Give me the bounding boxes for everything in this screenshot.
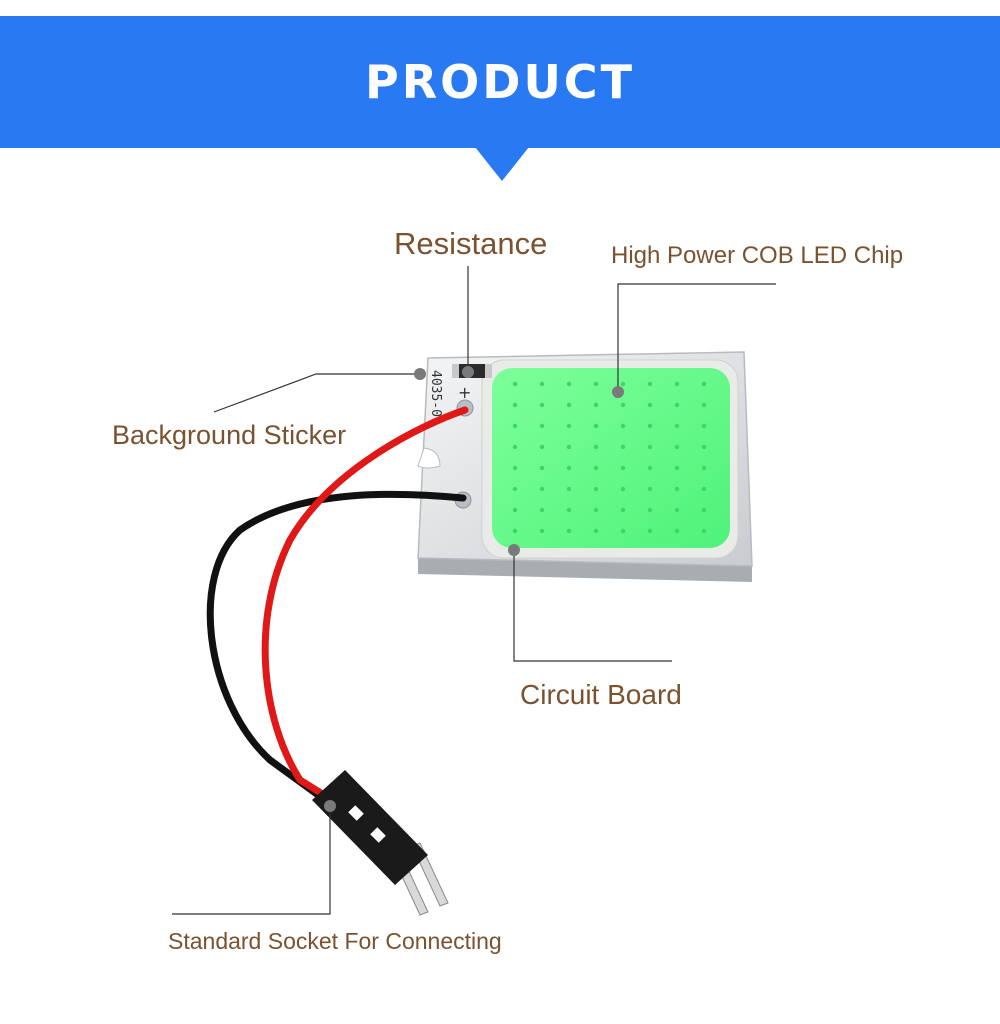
led-dot (620, 444, 626, 450)
led-dot (674, 465, 680, 471)
led-dot (701, 423, 707, 429)
led-dot-grid (512, 381, 707, 534)
led-dot (701, 402, 707, 408)
header-banner (0, 16, 1000, 148)
led-dot (674, 528, 680, 534)
led-dot (539, 528, 545, 534)
board-slot (417, 447, 441, 469)
dot-socket (324, 800, 336, 812)
leader-sticker (213, 373, 420, 413)
led-dot (674, 402, 680, 408)
led-dot (674, 486, 680, 492)
resistor-left-pad (452, 364, 459, 378)
led-dot (620, 402, 626, 408)
led-dot (539, 486, 545, 492)
led-dot (512, 507, 518, 513)
led-dot (512, 465, 518, 471)
label-socket: Standard Socket For Connecting (168, 928, 502, 954)
led-dot (701, 486, 707, 492)
led-dot (620, 381, 626, 387)
led-chip-surface (492, 368, 730, 548)
led-dot (674, 444, 680, 450)
led-dot (566, 528, 572, 534)
led-dot (512, 423, 518, 429)
polarity-mark: + (458, 383, 471, 402)
header-notch (475, 147, 529, 181)
led-dot (566, 423, 572, 429)
resistor-right-pad (485, 364, 492, 378)
label-background-sticker: Background Sticker (112, 420, 347, 450)
board-marking: 4035-0 (428, 370, 443, 417)
led-dot (647, 381, 653, 387)
led-dot (593, 444, 599, 450)
led-dot (539, 507, 545, 513)
led-dot (674, 381, 680, 387)
led-dot (566, 402, 572, 408)
connector-slot-2 (370, 827, 386, 843)
red-wire (261, 406, 469, 809)
page-title: PRODUCT (365, 55, 635, 109)
led-dot (539, 465, 545, 471)
led-dot (539, 423, 545, 429)
led-dot (512, 402, 518, 408)
led-dot (566, 381, 572, 387)
led-dot (593, 507, 599, 513)
dot-resistance (462, 366, 474, 378)
led-dot (620, 507, 626, 513)
led-dot (701, 507, 707, 513)
led-dot (620, 465, 626, 471)
dot-board (508, 544, 520, 556)
led-dot (593, 528, 599, 534)
led-dot (593, 381, 599, 387)
led-dot (566, 507, 572, 513)
led-dot (620, 486, 626, 492)
led-dot (539, 381, 545, 387)
led-dot (647, 423, 653, 429)
led-dot (701, 465, 707, 471)
led-dot (647, 528, 653, 534)
label-circuit-board: Circuit Board (520, 679, 682, 710)
connector-slot-1 (348, 805, 364, 821)
connector-body (312, 770, 428, 885)
led-dot (593, 402, 599, 408)
led-dot (701, 528, 707, 534)
led-dot (566, 465, 572, 471)
led-dot (647, 444, 653, 450)
led-dot (674, 507, 680, 513)
led-dot (701, 381, 707, 387)
label-resistance: Resistance (394, 226, 548, 261)
dot-sticker (414, 368, 426, 380)
led-dot (566, 444, 572, 450)
leader-board (513, 550, 672, 662)
connector-socket (312, 770, 449, 916)
led-dot (512, 528, 518, 534)
led-dot (593, 423, 599, 429)
led-dot (593, 486, 599, 492)
black-wire (206, 490, 467, 804)
leader-chip (617, 283, 776, 392)
led-dot (539, 402, 545, 408)
led-dot (566, 486, 572, 492)
led-dot (512, 444, 518, 450)
label-led-chip: High Power COB LED Chip (611, 242, 904, 269)
leader-socket (172, 806, 331, 915)
led-dot (620, 423, 626, 429)
led-dot (701, 444, 707, 450)
led-dot (539, 444, 545, 450)
led-dot (512, 486, 518, 492)
led-dot (647, 507, 653, 513)
led-dot (647, 402, 653, 408)
led-dot (674, 423, 680, 429)
led-dot (647, 486, 653, 492)
led-dot (512, 381, 518, 387)
led-dot (620, 528, 626, 534)
led-chip (481, 359, 739, 559)
led-dot (593, 465, 599, 471)
led-dot (647, 465, 653, 471)
dot-chip (612, 386, 624, 398)
